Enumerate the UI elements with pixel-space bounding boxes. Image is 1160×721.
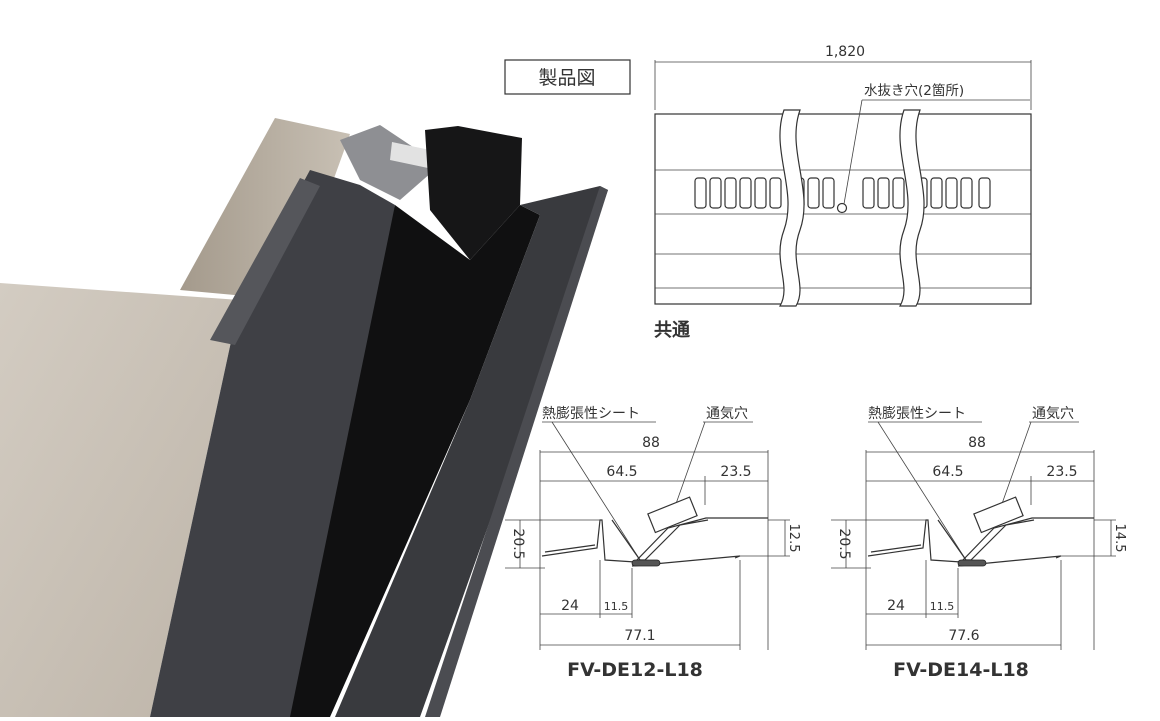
dim-645-2: 64.5 <box>932 464 963 480</box>
dim-125-1: 12.5 <box>786 524 801 553</box>
title-box <box>504 59 631 95</box>
dim-24-1: 24 <box>561 598 579 614</box>
profile-highlight <box>210 178 320 345</box>
sheet-2 <box>957 559 987 567</box>
vent-label-2: 通気穴 <box>1032 406 1074 422</box>
drawing-title: 製品図 <box>538 67 595 89</box>
vent-leader-1 <box>671 421 706 516</box>
dim-24-2: 24 <box>887 598 905 614</box>
vent-label-1: 通気穴 <box>706 406 748 422</box>
dim-771-1: 77.1 <box>624 628 655 644</box>
length-dimension: 1,820 <box>825 44 865 60</box>
drain-hole <box>836 202 848 214</box>
dim-645-1: 64.5 <box>606 464 637 480</box>
section-fv-de12: 熱膨張性シート 通気穴 88 64.5 23.5 20.5 12.5 <box>505 405 801 681</box>
sheet-leader-2 <box>877 421 967 561</box>
product-drawing: 製品図 1,820 <box>504 44 1032 341</box>
dim-205-1: 20.5 <box>510 528 526 559</box>
profile-right-edge <box>425 186 608 717</box>
sheet-label-1: 熱膨張性シート <box>542 405 640 422</box>
dim-235-2: 23.5 <box>1046 464 1077 480</box>
vent-block-2 <box>973 496 1024 534</box>
inner-fin <box>340 125 440 200</box>
sheet-1 <box>631 559 661 567</box>
drain-hole-label: 水抜き穴(2箇所) <box>864 82 964 99</box>
model-name-2: FV-DE14-L18 <box>893 659 1029 681</box>
section-fv-de14: 熱膨張性シート 通気穴 88 64.5 23.5 20.5 14.5 24 11… <box>831 405 1127 681</box>
vent-slats <box>390 142 430 168</box>
profile-black-channel <box>290 205 540 717</box>
dim-88-1: 88 <box>642 435 660 451</box>
wall-panel <box>0 283 240 717</box>
break-mark-right <box>898 109 925 307</box>
profile-outline <box>654 113 1032 305</box>
drain-leader <box>843 99 863 205</box>
dim-145-2: 14.5 <box>1112 524 1127 553</box>
product-photo <box>0 118 608 717</box>
sheet-label-2: 熱膨張性シート <box>868 405 966 422</box>
dim-115-2: 11.5 <box>930 600 955 613</box>
sheet-leader-1 <box>551 421 641 561</box>
break-mark-left <box>778 109 805 307</box>
common-label: 共通 <box>654 320 690 341</box>
dim-205-2: 20.5 <box>836 528 852 559</box>
dim-115-1: 11.5 <box>604 600 629 613</box>
dim-776-2: 77.6 <box>948 628 979 644</box>
vent-block-1 <box>647 496 698 534</box>
wall-edge <box>180 118 350 300</box>
model-name-1: FV-DE12-L18 <box>567 659 703 681</box>
dim-88-2: 88 <box>968 435 986 451</box>
vent-leader-2 <box>997 421 1032 516</box>
profile-right-face <box>335 186 608 717</box>
black-upper-profile <box>425 126 522 260</box>
dim-235-1: 23.5 <box>720 464 751 480</box>
